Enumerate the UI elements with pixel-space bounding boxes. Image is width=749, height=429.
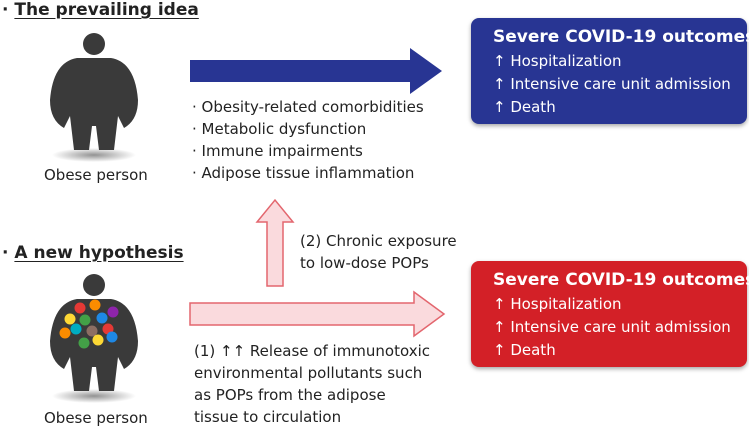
obese-person-icon-top [50,33,138,162]
pollutant-dots [59,299,119,349]
outcomes-title: Severe COVID-19 outcomes [493,270,749,290]
release-arrow [189,290,446,338]
prevailing-title: The prevailing idea [14,0,199,20]
release-line: environmental pollutants such [194,364,423,382]
prevailing-idea-heading: · The prevailing idea [2,0,199,20]
release-line: (1) ↑↑ Release of immunotoxic [194,342,430,360]
mechanisms-list: · Obesity-related comorbidities · Metabo… [192,96,424,184]
prevailing-bullet: · [2,0,9,20]
pollutant-dot [96,312,108,324]
new-bullet: · [2,243,9,263]
person-label-top: Obese person [44,166,148,184]
mechanism-item: · Immune impairments [192,142,363,160]
outcome-item: ↑ Death [493,341,556,359]
mechanism-item: · Metabolic dysfunction [192,120,367,138]
person-label-bottom: Obese person [44,409,148,427]
exposure-label: (2) Chronic exposure to low-dose POPs [300,230,457,274]
outcome-item: ↑ Hospitalization [493,295,622,313]
outcomes-title: Severe COVID-19 outcomes [493,27,749,47]
exposure-line: to low-dose POPs [300,254,429,272]
pollutant-dot [92,334,104,346]
pollutant-dot [64,313,76,325]
prevailing-arrow [190,48,442,94]
pollutant-dot [70,323,82,335]
new-hypothesis-heading: · A new hypothesis [2,243,184,263]
outcomes-box-top: Severe COVID-19 outcomes ↑ Hospitalizati… [471,18,749,124]
pollutant-dot [78,337,90,349]
pollutant-dot [106,331,118,343]
pollutant-dot [79,314,91,326]
release-label: (1) ↑↑ Release of immunotoxic environmen… [194,340,430,428]
pollutant-dot [59,327,71,339]
pollutant-dot [107,306,119,318]
outcome-item: ↑ Death [493,98,556,116]
outcome-item: ↑ Intensive care unit admission [493,75,731,93]
release-line: tissue to circulation [194,408,342,426]
release-line: as POPs from the adipose [194,386,386,404]
pollutant-dot [89,299,101,311]
pollutant-dot [74,302,86,314]
outcome-item: ↑ Intensive care unit admission [493,318,731,336]
pollutant-dot [86,325,98,337]
outcomes-box-bottom: Severe COVID-19 outcomes ↑ Hospitalizati… [471,261,749,367]
exposure-arrow [255,198,295,287]
outcome-item: ↑ Hospitalization [493,52,622,70]
mechanism-item: · Adipose tissue inflammation [192,164,415,182]
new-title: A new hypothesis [14,243,184,263]
exposure-line: (2) Chronic exposure [300,232,457,250]
mechanism-item: · Obesity-related comorbidities [192,98,424,116]
